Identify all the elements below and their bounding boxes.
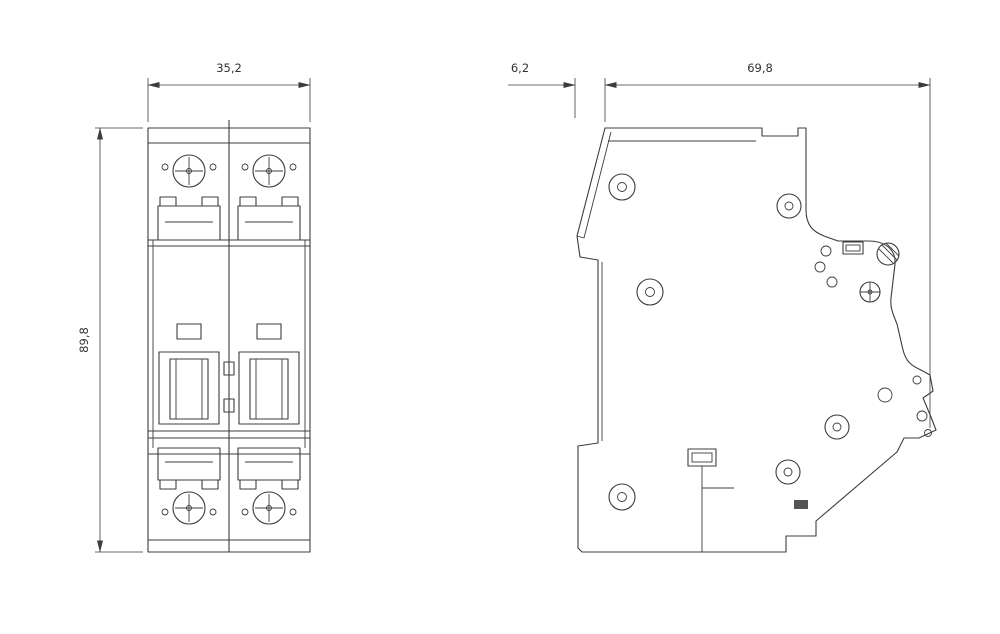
- dimension-side-depth: 69,8: [747, 61, 773, 75]
- din-clip: [912, 375, 932, 437]
- earth-screw: [876, 242, 900, 266]
- handle-tie-bottom: [223, 398, 235, 413]
- cross-screw: [859, 281, 881, 303]
- side-outline: [576, 127, 937, 553]
- rivet-bottom-right: [775, 459, 801, 485]
- side-dimensions: 6,2 69,8: [508, 61, 931, 428]
- dimension-front-width: 35,2: [216, 61, 242, 75]
- rivet-top-right: [776, 193, 802, 219]
- rivet-middle: [636, 278, 664, 306]
- bottom-latch: [687, 448, 734, 552]
- pole-left: [157, 154, 221, 525]
- hole-cluster: [814, 245, 838, 288]
- handle-tie-top: [223, 361, 235, 376]
- side-view: [576, 127, 937, 553]
- rivet-bottom-left: [608, 483, 636, 511]
- front-view: [147, 120, 311, 553]
- rivet-din-area: [824, 414, 850, 440]
- dimension-side-offset: 6,2: [511, 61, 529, 75]
- rivet-top-left: [608, 173, 636, 201]
- pole-right: [237, 154, 301, 525]
- clip-release-tab: [794, 500, 808, 509]
- front-dimensions: 35,2 89,8: [77, 61, 311, 553]
- pin-hole: [877, 387, 893, 403]
- dimension-front-height: 89,8: [77, 327, 91, 353]
- terminal-window: [842, 241, 864, 255]
